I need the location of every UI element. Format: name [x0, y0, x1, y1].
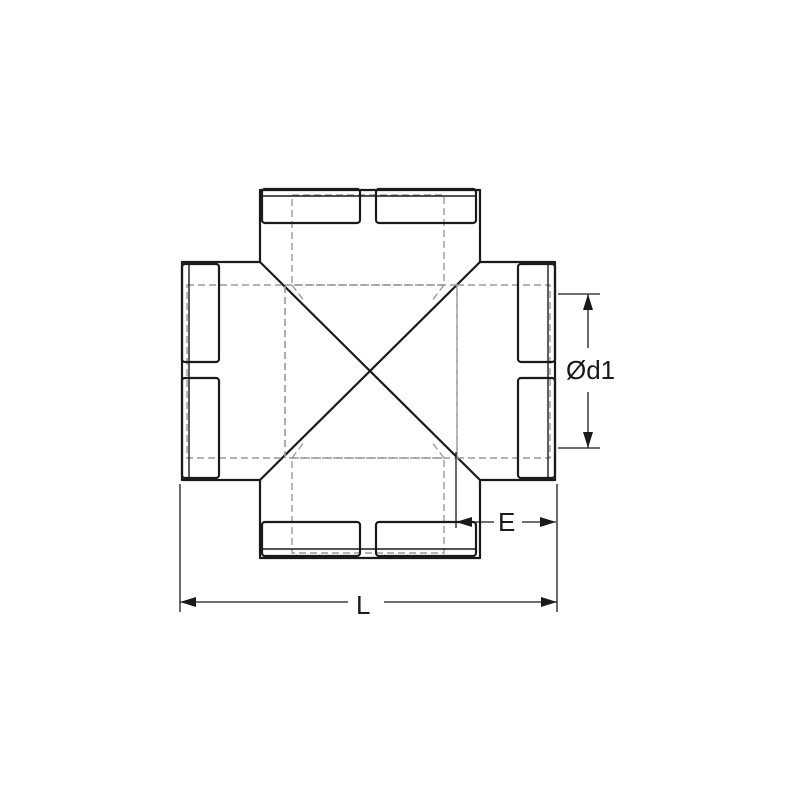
length-dimension: L [179, 484, 558, 620]
diameter-label: Ød1 [566, 355, 615, 385]
body-diagonals [258, 260, 482, 482]
hidden-bore-lines [186, 194, 551, 554]
length-label: L [356, 590, 370, 620]
bottom-thread [260, 520, 478, 558]
top-thread [260, 187, 478, 225]
diameter-dimension: Ød1 [558, 293, 615, 449]
right-thread [516, 262, 557, 480]
engagement-dimension: E [455, 452, 556, 537]
engagement-label: E [498, 507, 515, 537]
left-thread [180, 262, 221, 480]
